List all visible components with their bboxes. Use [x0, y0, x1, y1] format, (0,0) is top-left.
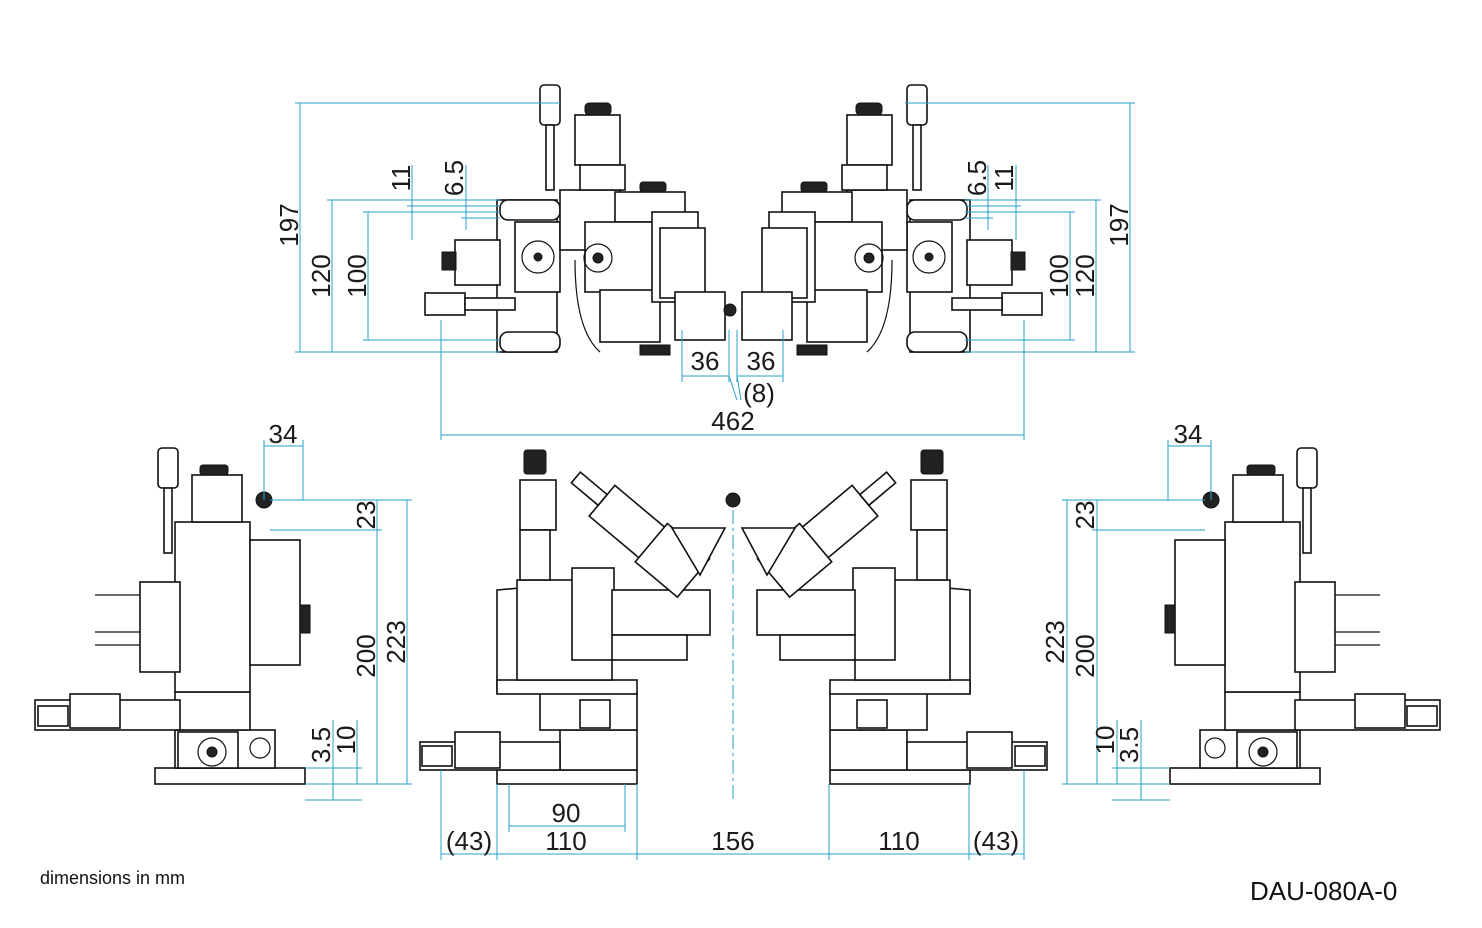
dim-side-left-23: 23 [351, 501, 381, 530]
dim-side-right-223: 223 [1040, 620, 1070, 663]
side-view-left-dimension-labels: 34 23 200 223 3.5 10 [269, 419, 411, 763]
dim-front-center-156: 156 [711, 826, 754, 856]
dim-front-90: 90 [552, 798, 581, 828]
side-view-right-dimension-labels: 34 23 200 223 10 3.5 [1040, 419, 1202, 763]
front-view-left-unit [419, 449, 727, 785]
dim-top-center-gap-8: (8) [743, 378, 775, 408]
model-number: DAU-080A-0 [1250, 876, 1398, 906]
dim-front-left-43: (43) [446, 826, 492, 856]
front-view-center-marks [725, 492, 741, 800]
front-view-dimension-labels: 90 (43) 110 156 110 (43) [446, 798, 1019, 856]
top-view-dimension-lines [295, 102, 1135, 440]
top-view-left-unit [424, 84, 737, 356]
front-view-right-unit [740, 449, 1048, 785]
dim-top-right-197: 197 [1104, 203, 1134, 246]
dim-side-right-10: 10 [1090, 726, 1120, 755]
dim-top-right-100: 100 [1044, 254, 1074, 297]
side-view-left-dimension-lines [263, 440, 412, 801]
dim-top-left-100: 100 [342, 254, 372, 297]
dim-top-left-11: 11 [386, 165, 416, 192]
side-view-right [1164, 447, 1441, 785]
dim-side-left-3-5: 3.5 [306, 727, 336, 763]
dim-top-center-left-36: 36 [691, 346, 720, 376]
units-note: dimensions in mm [40, 868, 186, 888]
dim-side-left-34: 34 [269, 419, 298, 449]
dim-top-right-6-5: 6.5 [962, 160, 992, 196]
top-view-right-unit [741, 84, 1043, 356]
dim-side-left-223: 223 [381, 620, 411, 663]
dim-top-right-11: 11 [989, 165, 1019, 192]
dim-top-left-6-5: 6.5 [439, 160, 469, 196]
dim-side-left-10: 10 [331, 726, 361, 755]
dim-top-left-120: 120 [306, 254, 336, 297]
dim-side-right-34: 34 [1174, 419, 1203, 449]
dim-top-left-197: 197 [274, 203, 304, 246]
dim-front-left-110: 110 [545, 826, 586, 856]
dim-side-left-200: 200 [351, 634, 381, 677]
dim-side-right-3-5: 3.5 [1114, 727, 1144, 763]
dim-side-right-23: 23 [1070, 501, 1100, 530]
dim-front-right-110: 110 [878, 826, 919, 856]
side-view-left [34, 447, 311, 785]
dim-front-right-43: (43) [973, 826, 1019, 856]
side-view-right-dimension-lines [1062, 440, 1212, 801]
dim-side-right-200: 200 [1070, 634, 1100, 677]
dim-top-right-120: 120 [1070, 254, 1100, 297]
dim-top-center-right-36: 36 [747, 346, 776, 376]
top-view-dimension-labels: 197 120 100 11 6.5 197 120 100 11 6.5 36… [274, 160, 1134, 436]
front-view-dimension-lines [440, 770, 1025, 860]
dim-top-overall-462: 462 [711, 406, 754, 436]
